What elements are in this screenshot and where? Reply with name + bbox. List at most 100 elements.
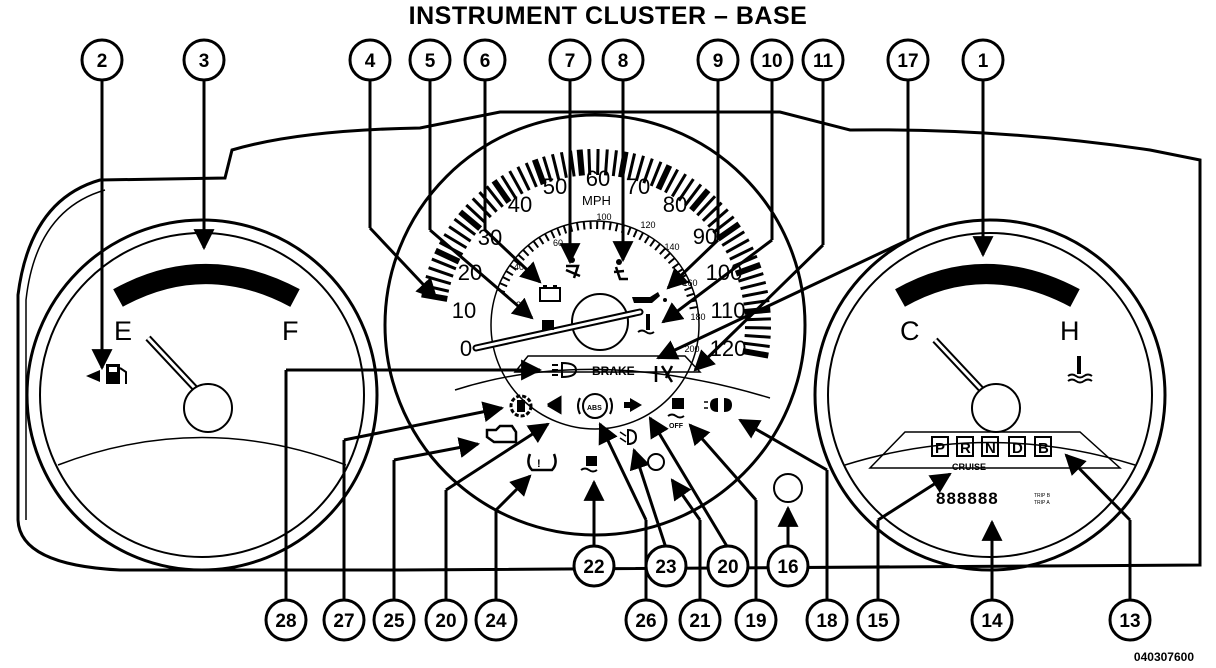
fuel-needle-hub (183, 383, 233, 433)
callout-leader-lines (91, 80, 1132, 608)
esp-off-label: OFF (669, 423, 684, 430)
callout-circle (601, 38, 645, 82)
brake-warning-indicator: BRAKE (592, 364, 635, 378)
mph-label: 50 (543, 174, 567, 199)
callout-number: 3 (199, 51, 210, 72)
abs-icon: ABS (577, 393, 613, 419)
kmh-label: 160 (682, 278, 697, 288)
kmh-tick (667, 257, 676, 265)
speedometer-tick (471, 197, 492, 219)
kmh-tick (626, 226, 632, 236)
callout-number: 1 (978, 51, 989, 72)
prndl-b: B (1038, 440, 1049, 457)
speedometer-tick (743, 341, 770, 348)
callout-number: 19 (745, 611, 766, 632)
kmh-tick (522, 249, 530, 257)
speedometer-tick (664, 168, 679, 194)
callout-number: 27 (333, 611, 354, 632)
kmh-tick (502, 276, 511, 282)
engine-temperature-telltale-icon (637, 314, 655, 335)
callout-number: 14 (981, 611, 1003, 632)
callout-number: 10 (761, 51, 782, 72)
prndl-r: R (960, 440, 971, 457)
kmh-tick (663, 252, 671, 260)
kmh-label: 200 (684, 344, 699, 354)
speedometer-tick (465, 203, 487, 224)
headlamp-icon (552, 361, 578, 379)
callout-circle (322, 598, 366, 642)
coolant-temperature-icon (1067, 356, 1093, 384)
mph-label: 60 (586, 166, 610, 191)
callout-number: 28 (275, 611, 296, 632)
trip-reset-button (773, 473, 803, 503)
electronic-throttle-icon (509, 394, 533, 418)
kmh-tick (562, 225, 568, 234)
mph-label: 10 (452, 298, 476, 323)
callout-number: 9 (713, 51, 724, 72)
callout-number: 16 (777, 557, 798, 578)
speedometer-tick (434, 247, 461, 265)
speedometer-tick (508, 170, 524, 195)
callout-number: 2 (97, 51, 108, 72)
callout-number: 22 (583, 557, 604, 578)
speedometer-tick (627, 153, 637, 180)
callout-circle (548, 38, 592, 82)
callout-circle (886, 38, 930, 82)
callout-number: 24 (485, 611, 507, 632)
prndl-p: P (935, 440, 945, 457)
front-fog-icon (704, 398, 732, 412)
speedometer-tick (425, 275, 452, 286)
spare-indicator-lamp (647, 453, 665, 471)
kmh-label: 180 (690, 312, 705, 322)
kmh-tick (575, 222, 580, 231)
callout-circle (624, 598, 668, 642)
kmh-tick (659, 247, 666, 255)
kmh-tick (538, 236, 545, 245)
callout-circle (572, 544, 616, 588)
odometer-display: 888888 (936, 489, 999, 508)
callout-circle (264, 598, 308, 642)
kmh-label: 140 (664, 242, 679, 252)
temperature-gauge: C H P R N D B CRUISE 888888 TRIP B TRIP … (813, 218, 1167, 572)
callout-number: 20 (717, 557, 738, 578)
trip-b-label: TRIP B (1034, 493, 1051, 499)
mph-label: 30 (478, 225, 502, 250)
callout-circle (1108, 598, 1152, 642)
airbag-icon (613, 259, 628, 281)
speedometer-tick (744, 317, 771, 322)
callout-circle (678, 598, 722, 642)
speedometer-tick (491, 179, 512, 204)
callout-number: 4 (365, 51, 376, 72)
kmh-tick (556, 227, 562, 236)
svg-text:ABS: ABS (587, 405, 602, 412)
fuel-gauge-bezel (25, 218, 379, 572)
svg-text:!: ! (537, 458, 541, 470)
callout-circle (696, 38, 740, 82)
check-engine-icon (485, 424, 518, 444)
mph-label: 40 (508, 192, 532, 217)
brake-pad-telltale-icon (542, 320, 554, 330)
callout-circle (961, 38, 1005, 82)
telltale-panel: BRAKE ABS OFF (454, 355, 771, 473)
speedometer-tick (721, 230, 746, 247)
speedometer-tick (734, 261, 762, 277)
speedometer-tick (448, 225, 472, 243)
left-turn-signal-icon (547, 395, 562, 415)
speedometer-tick (740, 280, 767, 291)
callout-number: 11 (813, 51, 834, 72)
mph-label: 80 (663, 192, 687, 217)
speedometer-unit: MPH (582, 193, 611, 208)
kmh-tick (499, 282, 508, 288)
speedometer-tick (443, 233, 468, 250)
speedometer-tick (587, 149, 592, 176)
speedometer-tick (696, 195, 717, 217)
kmh-label: 120 (640, 220, 655, 230)
speedometer-tick (744, 333, 771, 339)
speedometer-tick (655, 164, 673, 191)
mph-label: 70 (626, 174, 650, 199)
speedometer-tick (603, 149, 609, 176)
callout-circle (182, 38, 226, 82)
